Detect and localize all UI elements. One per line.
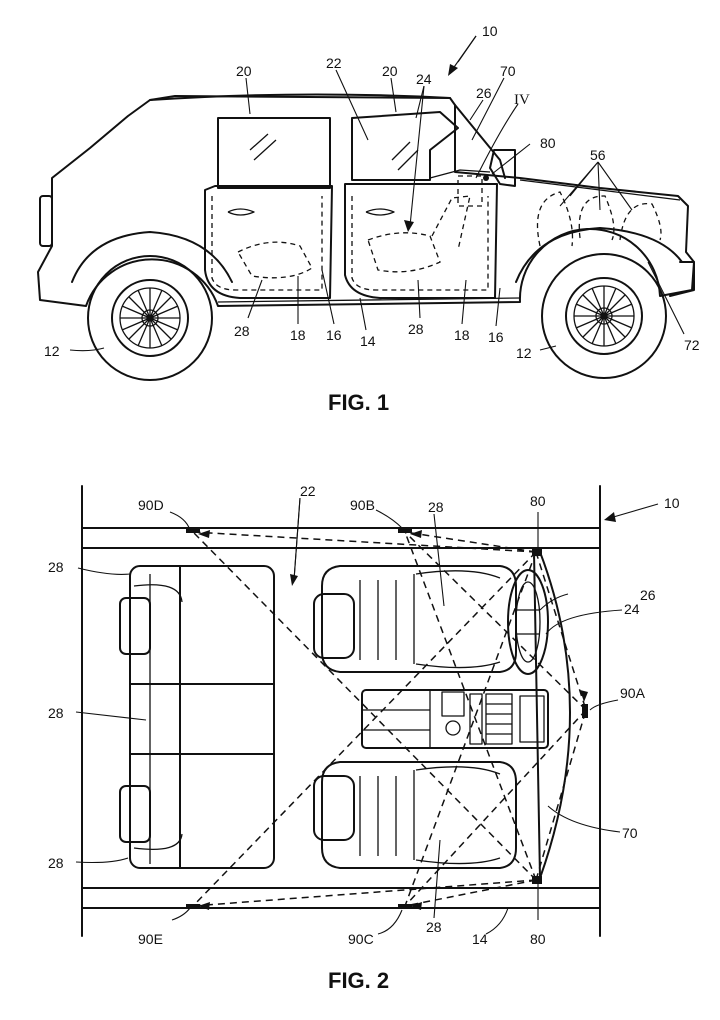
fig2-ref-28a: 28 [48,559,64,575]
steering-wheel-26 [507,569,549,675]
fig1-ref-16a: 16 [326,327,342,343]
fig1-ref-10: 10 [482,23,498,39]
rear-window [217,117,331,189]
fig1-ref-20a: 20 [236,63,252,79]
fig2-ref-80-bottom: 80 [530,931,546,947]
front-door-sill [351,196,489,291]
arrow-10-fig2 [609,503,659,519]
fig1-ref-72: 72 [684,337,700,353]
arrow-10-head [448,64,458,76]
rocker-panel [217,297,521,303]
front-seat-lower [313,761,517,869]
front-seat-upper [313,565,517,673]
camera-80-bottom [532,876,542,884]
sensor-90C [398,904,412,909]
fig1-vehicle-side-view: 10 20 22 20 24 70 26 IV 80 56 12 28 18 1… [37,23,700,415]
rear-door-handle [227,208,255,216]
rear-seat-hidden [237,241,313,279]
front-fender [515,227,683,283]
front-seat-back-hidden [431,195,471,251]
fig1-ref-80: 80 [540,135,556,151]
fig2-ref-80-top: 80 [530,493,546,509]
fig2-ref-90B: 90B [350,497,375,513]
front-window-glare [391,141,419,171]
vehicle-body-outline [37,95,695,307]
arrow-24-fig1 [409,85,425,227]
front-door [344,183,498,299]
camera-80-top [532,548,542,556]
fig2-caption: FIG. 2 [328,968,389,993]
rear-door-sill [211,196,323,291]
camera-80-dot [483,175,489,181]
fig1-ref-70: 70 [500,63,516,79]
fig2-ref-90C: 90C [348,931,374,947]
dash-edge [533,551,541,879]
rear-door [204,185,333,299]
windshield [454,104,506,179]
fig2-ref-26: 26 [640,587,656,603]
fig2-ref-28c: 28 [48,855,64,871]
front-seat-hidden [367,232,441,273]
fig1-ref-26: 26 [476,85,492,101]
fig2-ref-90D: 90D [138,497,164,513]
rear-right-headrest [119,785,151,843]
rear-fender [71,231,233,283]
arrow-10-fig1 [451,35,477,71]
side-mirror [489,149,516,187]
front-bumper [669,261,695,297]
fig2-ref-90A: 90A [620,685,646,701]
fig1-ref-IV: IV [514,92,530,108]
fig1-ref-20b: 20 [382,63,398,79]
fig1-ref-14: 14 [360,333,376,349]
rear-left-headrest [119,597,151,655]
fig1-ref-22: 22 [326,55,342,71]
fig2-ref-28d: 28 [426,919,442,935]
fig2-ref-24: 24 [624,601,640,617]
fig2-ref-28b: 28 [48,705,64,721]
fig1-ref-12b: 12 [516,345,532,361]
front-door-handle [365,208,395,216]
arrow-24-head [404,220,414,232]
fig1-ref-18a: 18 [290,327,306,343]
sensor-90B [398,528,412,533]
sensor-box-iv [457,175,483,207]
fig2-ref-10: 10 [664,495,680,511]
fig1-ref-12a: 12 [44,343,60,359]
roof-line [149,93,451,101]
rear-window-glare [249,133,277,161]
fig1-ref-28a: 28 [234,323,250,339]
dashboard [429,169,491,179]
rear-roof-edge [51,115,129,179]
fig1-ref-24: 24 [416,71,432,87]
fig2-ref-14: 14 [472,931,488,947]
front-window [351,111,459,181]
sensor-90E [186,904,200,909]
sensor-90D [186,528,200,533]
front-wheel [541,253,667,379]
fig1-ref-16b: 16 [488,329,504,345]
hood-crease [519,179,681,201]
fig1-ref-18b: 18 [454,327,470,343]
camera-fields-of-view [192,531,587,907]
fig1-ref-56: 56 [590,147,606,163]
rear-light [39,195,53,247]
fig2-ref-70: 70 [622,825,638,841]
fig1-caption: FIG. 1 [328,390,389,415]
fig2-cabin-top-view: 90D 22 90B 28 80 10 28 26 24 28 90A 70 2… [48,483,680,993]
windshield-70 [539,551,571,879]
rear-bench-seat [119,565,275,869]
rear-wheel [87,255,213,381]
center-console [361,689,549,749]
fig2-ref-22: 22 [300,483,316,499]
fig2-ref-90E: 90E [138,931,163,947]
fig1-ref-28b: 28 [408,321,424,337]
fig2-ref-28-top: 28 [428,499,444,515]
